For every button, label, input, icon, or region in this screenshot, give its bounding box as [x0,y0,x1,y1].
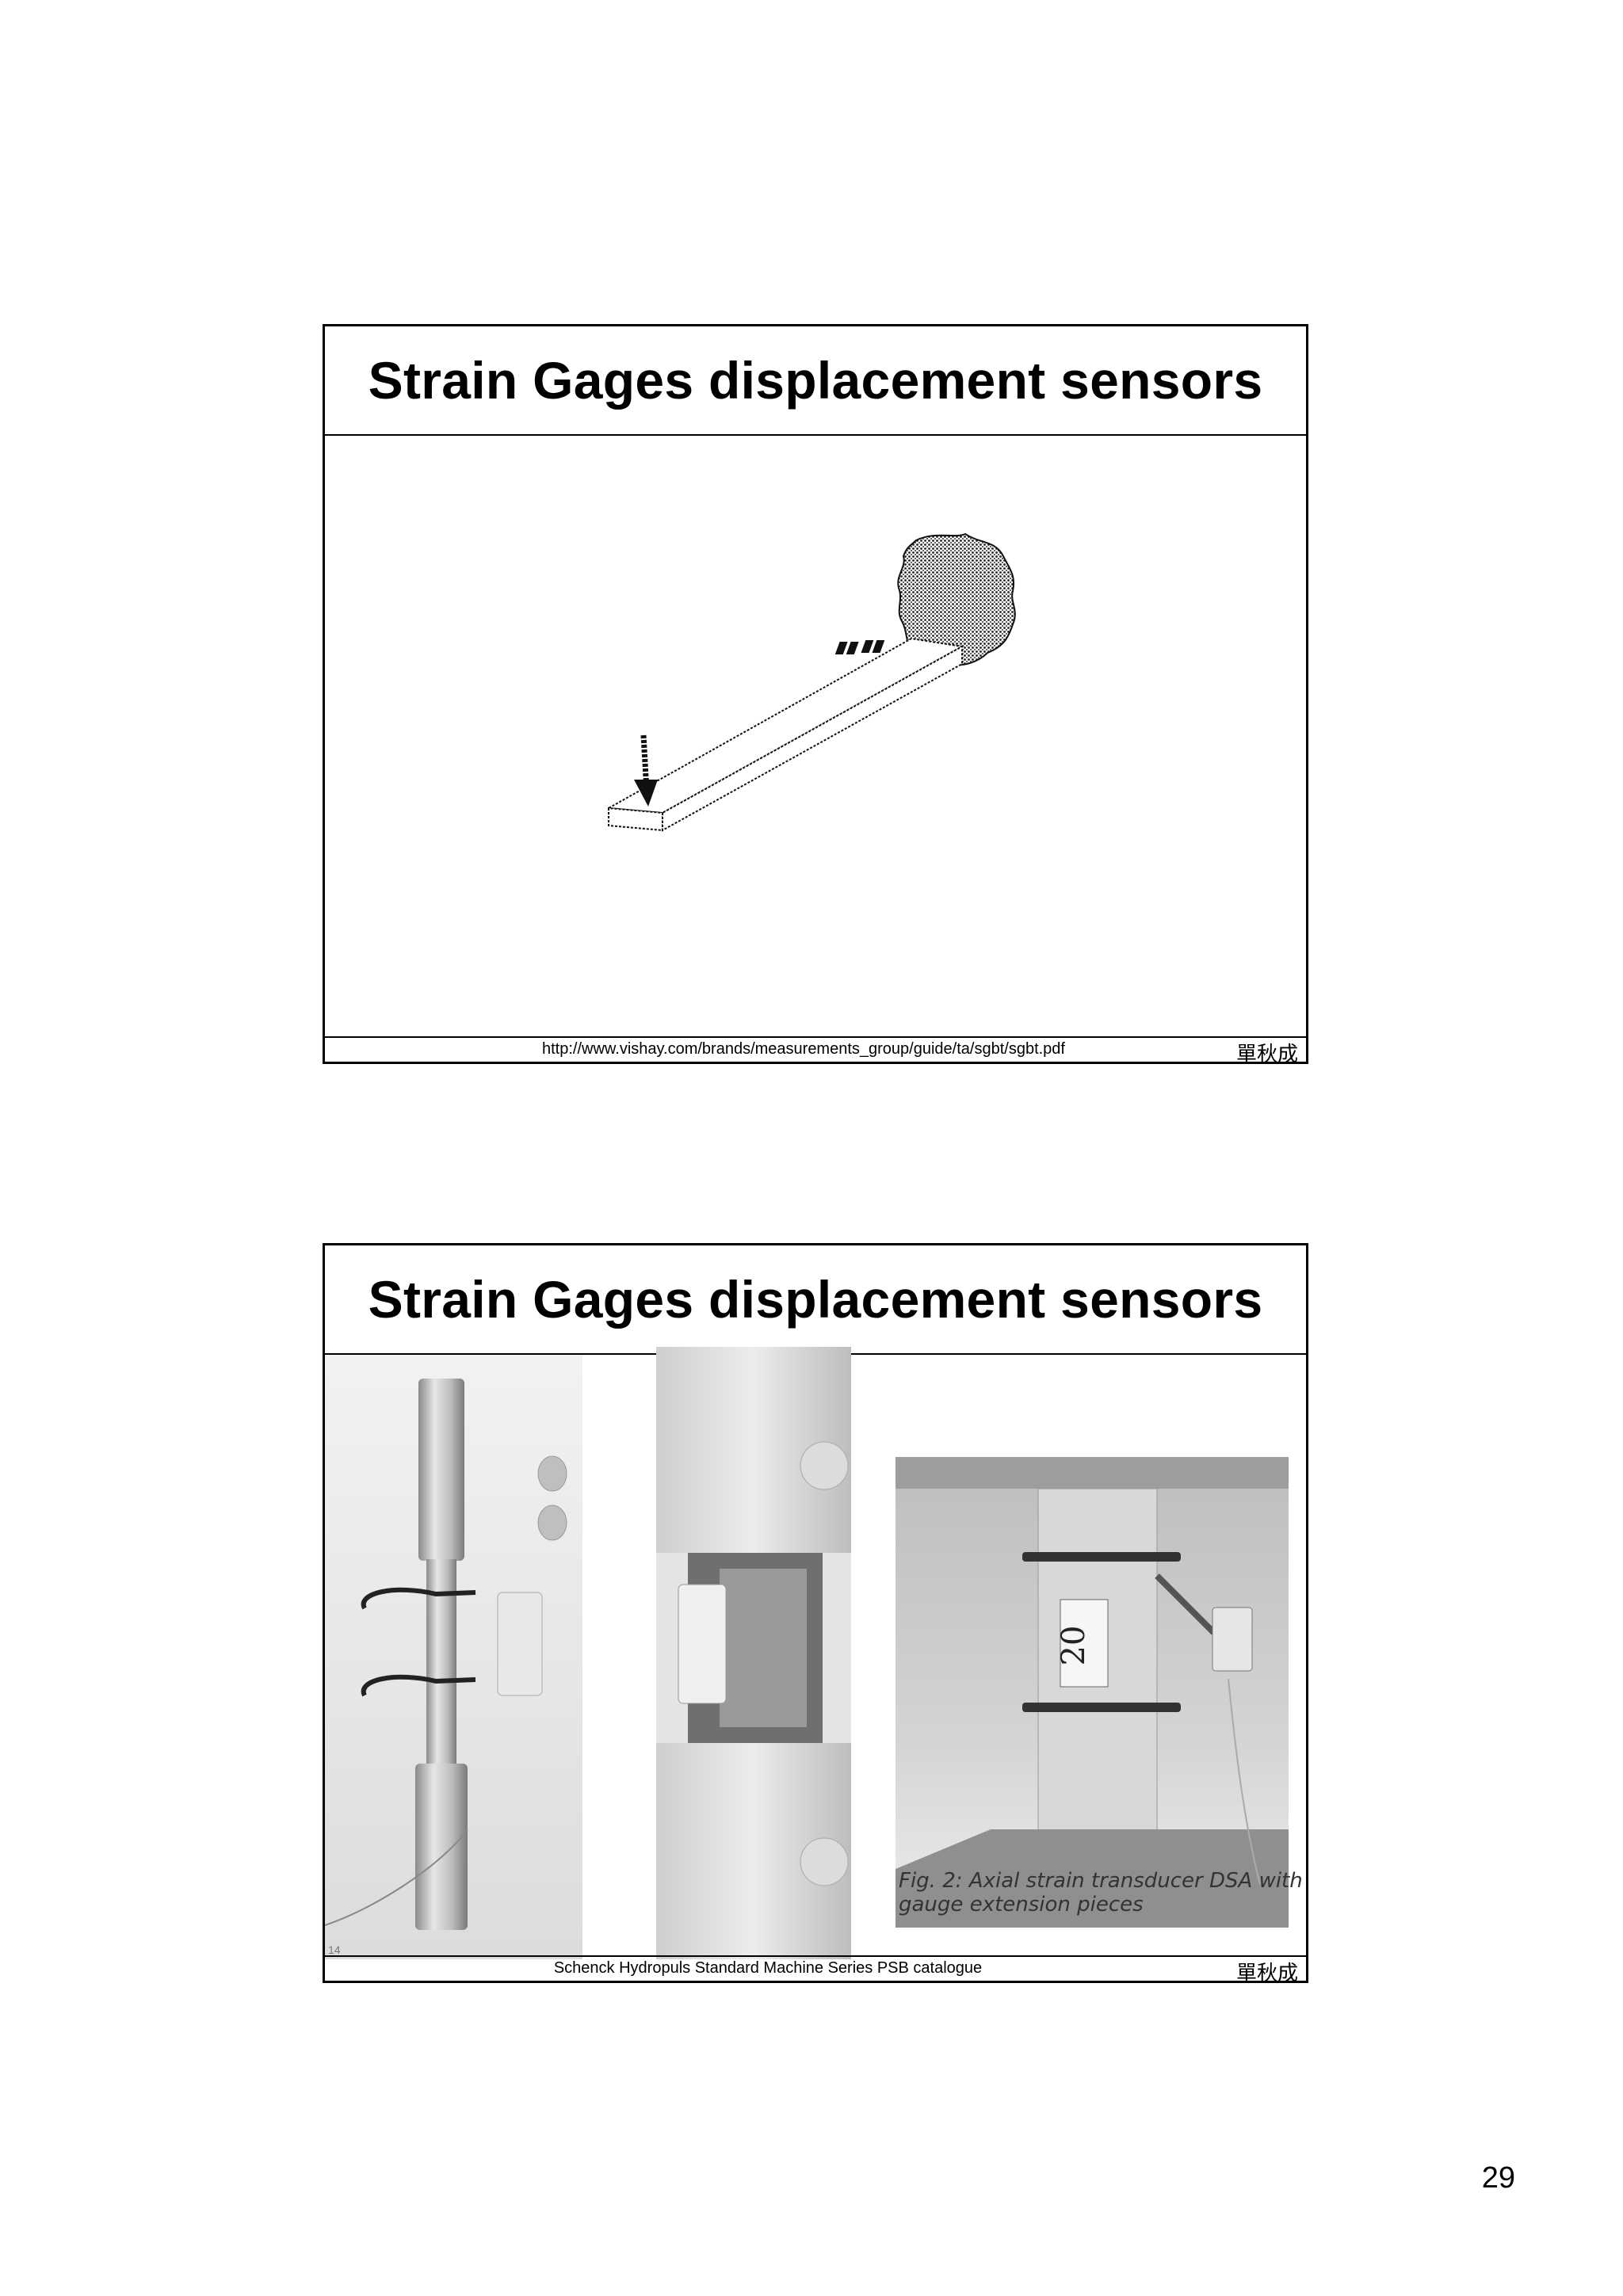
slide-1-footer: http://www.vishay.com/brands/measurement… [325,1036,1306,1066]
photo-extensometer-round-specimen: 14 [325,1355,582,1959]
photo-axial-strain-transducer: 20 [896,1457,1289,1928]
slide-2: Strain Gages displacement sensors 14 [323,1243,1308,1985]
slide-2-footer: Schenck Hydropuls Standard Machine Serie… [325,1955,1306,1985]
photo-corner-mark: 14 [328,1943,341,1956]
strain-gage-marks [834,640,885,654]
slide-1: Strain Gages displacement sensors [323,324,1308,1066]
slide-2-title: Strain Gages displacement sensors [325,1245,1306,1355]
slide-2-source: Schenck Hydropuls Standard Machine Serie… [553,1959,983,1977]
slide-1-author: 單秋成 [1235,1043,1298,1066]
fixed-support-wall [897,532,1016,667]
photo-caption-line-2: gauge extension pieces [899,1893,1144,1917]
load-arrow-icon [634,734,658,807]
photo-extensometer-in-grips [656,1347,851,1959]
cantilever-beam-illustration [605,532,1016,832]
slide-1-source-url: http://www.vishay.com/brands/measurement… [542,1040,1065,1058]
photo-caption-line-1: Fig. 2: Axial strain transducer DSA with [899,1869,1303,1893]
photo-caption: Fig. 2: Axial strain transducer DSA with… [899,1869,1303,1917]
beam-top-face [605,637,965,814]
slide-1-title: Strain Gages displacement sensors [325,326,1306,436]
slide-2-author: 單秋成 [1235,1962,1298,1985]
page-number: 29 [1481,2161,1515,2195]
specimen-number-label: 20 [1056,1626,1092,1666]
